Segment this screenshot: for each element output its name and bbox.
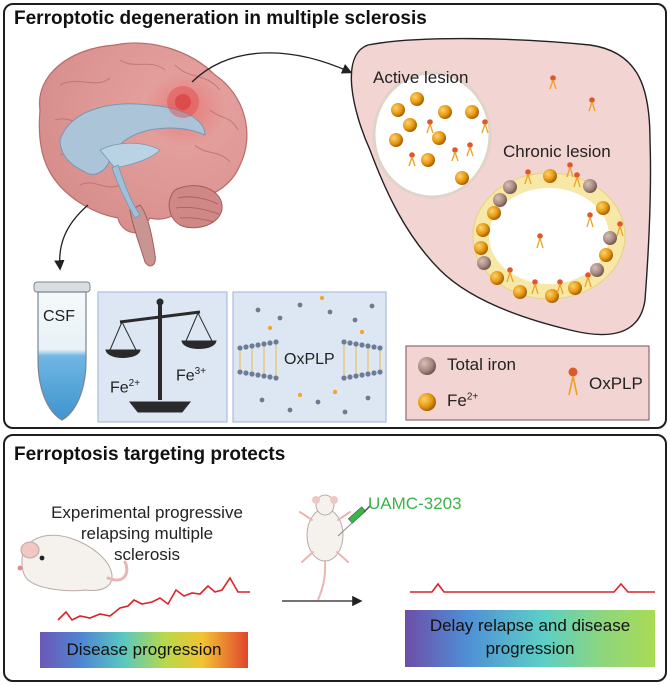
- fe3-label-sup: 3+: [194, 366, 207, 377]
- lipid-membrane: [237, 295, 383, 415]
- chronic-lesion-label: Chronic lesion: [503, 142, 611, 161]
- disease-progression-bar: [40, 632, 248, 668]
- model-line-2: relapsing multiple: [80, 524, 214, 543]
- arrow-to-lesions: [191, 52, 353, 83]
- model-line-1: Experimental progressive: [51, 503, 243, 522]
- legend-box: [405, 345, 650, 421]
- legend-fe2-sup: 2+: [466, 391, 479, 403]
- syringe-icon: [337, 505, 371, 537]
- fe2-label-text: Fe: [110, 379, 129, 397]
- delay-progression-bar: [405, 610, 655, 667]
- balance-scale-icon: [105, 298, 217, 413]
- model-description: Experimental progressive relapsing multi…: [22, 502, 272, 565]
- fe2-label-sup: 2+: [128, 378, 141, 389]
- chronic-lesion-oxplp: [506, 162, 624, 295]
- arrow-to-csf: [54, 204, 89, 271]
- disease-progression-label: Disease progression: [66, 640, 222, 659]
- bottom-panel-title: Ferroptosis targeting protects: [14, 444, 286, 465]
- active-lesion-label: Active lesion: [373, 68, 469, 87]
- top-panel-title: Ferroptotic degeneration in multiple scl…: [14, 8, 427, 29]
- model-line-3: sclerosis: [113, 545, 181, 564]
- disease-trace: [57, 576, 250, 622]
- oxplp-legend-icon: [568, 367, 578, 396]
- csf-label: CSF: [43, 308, 75, 325]
- total-iron-legend-icon: [418, 357, 436, 375]
- fe2-legend-icon: [418, 393, 436, 411]
- legend-fe2-text: Fe: [447, 391, 467, 410]
- oxplp-membrane-label: OxPLP: [282, 351, 337, 369]
- chronic-lesion-iron: [474, 169, 617, 303]
- fe3-label-text: Fe: [176, 367, 195, 385]
- delay-line-2: progression: [485, 639, 575, 658]
- fe3-label: Fe3+: [176, 366, 206, 385]
- legend-oxplp-label: OxPLP: [589, 374, 643, 393]
- delay-trace: [410, 582, 655, 593]
- fe2-label: Fe2+: [110, 378, 140, 397]
- legend-fe2-label: Fe2+: [447, 391, 478, 411]
- drug-label: UAMC-3203: [368, 494, 462, 513]
- legend-total-iron-label: Total iron: [447, 355, 516, 374]
- delay-line-1: Delay relapse and disease: [429, 616, 631, 635]
- injected-mouse-illustration: [299, 494, 371, 601]
- brain-illustration: [38, 42, 248, 267]
- active-lesion: [372, 71, 492, 199]
- active-lesion-iron: [389, 92, 479, 185]
- csf-tube: [33, 281, 91, 421]
- bottom-panel: [3, 434, 667, 682]
- mouse-illustration: [17, 534, 129, 592]
- delay-label: Delay relapse and disease progression: [405, 614, 655, 660]
- active-lesion-oxplp: [408, 75, 596, 167]
